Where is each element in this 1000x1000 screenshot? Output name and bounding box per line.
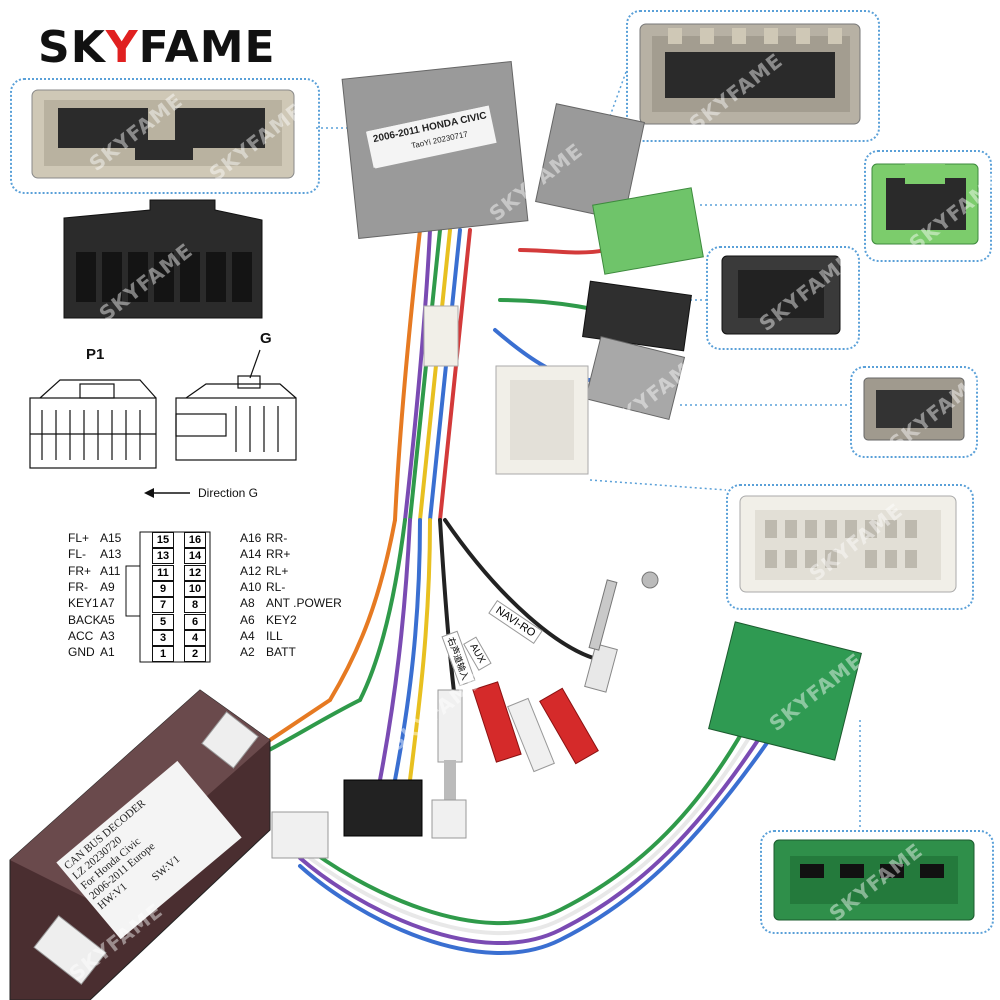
connector-line-drawing-p1 (29, 379, 157, 469)
pin-number-right: 6 (184, 613, 206, 630)
pin-number-right: 16 (184, 532, 206, 548)
pin-number-left: 9 (152, 580, 174, 597)
pin-number-left: 5 (152, 613, 174, 630)
pin-code-right: A12 (240, 563, 262, 578)
connector-detail-gray-top (639, 23, 861, 125)
pin-code-left: A7 (100, 596, 115, 611)
pin-code-left: A13 (100, 547, 122, 562)
pin-code-right: A6 (240, 612, 255, 627)
pin-code-left: A1 (100, 645, 115, 660)
white-clip (423, 305, 459, 367)
pin-code-right: A14 (240, 547, 262, 562)
pin-number-left: 15 (152, 532, 174, 548)
pin-code-left: A15 (100, 531, 122, 545)
black-plug-bottom (343, 779, 423, 837)
pin-name-right: BATT (266, 645, 296, 660)
pin-number-left: 13 (152, 548, 174, 565)
connector-detail-gray-small (863, 377, 965, 441)
pin-name-right: RR+ (266, 547, 291, 562)
pin-code-right: A16 (240, 531, 262, 545)
pin-code-left: A3 (100, 628, 115, 643)
black-plug-small (582, 280, 692, 352)
pin-name-right: RL+ (266, 563, 289, 578)
pin-name-right: ILL (266, 628, 283, 643)
pin-code-right: A4 (240, 628, 255, 643)
pin-code-left: A5 (100, 612, 115, 627)
pin-number-left: 7 (152, 597, 174, 614)
pin-code-right: A10 (240, 579, 262, 594)
green-plug-large (708, 621, 862, 761)
pin-number-left: 1 (152, 646, 174, 663)
pin-name-left: FL- (68, 547, 86, 562)
pin-name-left: FR+ (68, 563, 92, 578)
pin-number-right: 10 (184, 580, 206, 597)
connector-detail-green-small (871, 163, 979, 245)
pin-number-left: 11 (152, 564, 174, 581)
connector-detail-dark-green (773, 839, 975, 921)
pin-number-right: 2 (184, 646, 206, 663)
pin-code-right: A8 (240, 596, 255, 611)
pin-name-right: KEY2 (266, 612, 297, 627)
pin-number-left: 3 (152, 629, 174, 646)
pin-name-left: KEY1 (68, 596, 99, 611)
connector-line-drawing-g (175, 349, 297, 461)
label-p1: P1 (86, 346, 105, 363)
pin-code-left: A9 (100, 579, 115, 594)
pin-name-right: RL- (266, 579, 286, 594)
label-direction: Direction G (198, 486, 259, 500)
gray-plug-top (534, 103, 646, 221)
pin-code-right: A2 (240, 645, 255, 660)
pin-number-right: 14 (184, 548, 206, 565)
white-plug-bottom (271, 799, 467, 859)
pin-name-left: ACC (68, 628, 94, 643)
pin-name-left: GND (68, 645, 95, 660)
connector-detail-black-small (721, 255, 841, 335)
rca-plugs (437, 571, 659, 800)
label-g: G (260, 330, 272, 347)
brand-logo: SKYFAME (38, 22, 276, 73)
pin-number-right: 8 (184, 597, 206, 614)
pin-name-right: RR- (266, 531, 288, 545)
green-plug-small (592, 187, 704, 275)
connector-detail-beige (31, 89, 295, 179)
direction-arrow-icon (144, 488, 190, 498)
pin-code-left: A11 (100, 563, 121, 578)
gray-plug-small (584, 335, 686, 421)
pin-number-right: 12 (184, 564, 206, 581)
pin-name-left: FL+ (68, 531, 90, 545)
connector-detail-white-large (739, 495, 957, 593)
pin-number-right: 4 (184, 629, 206, 646)
white-plug-large (495, 365, 589, 475)
pin-name-left: BACK (68, 612, 101, 627)
pin-name-left: FR- (68, 579, 88, 594)
iso-plug-black (63, 199, 263, 319)
pin-name-right: ANT .POWER (266, 596, 342, 611)
